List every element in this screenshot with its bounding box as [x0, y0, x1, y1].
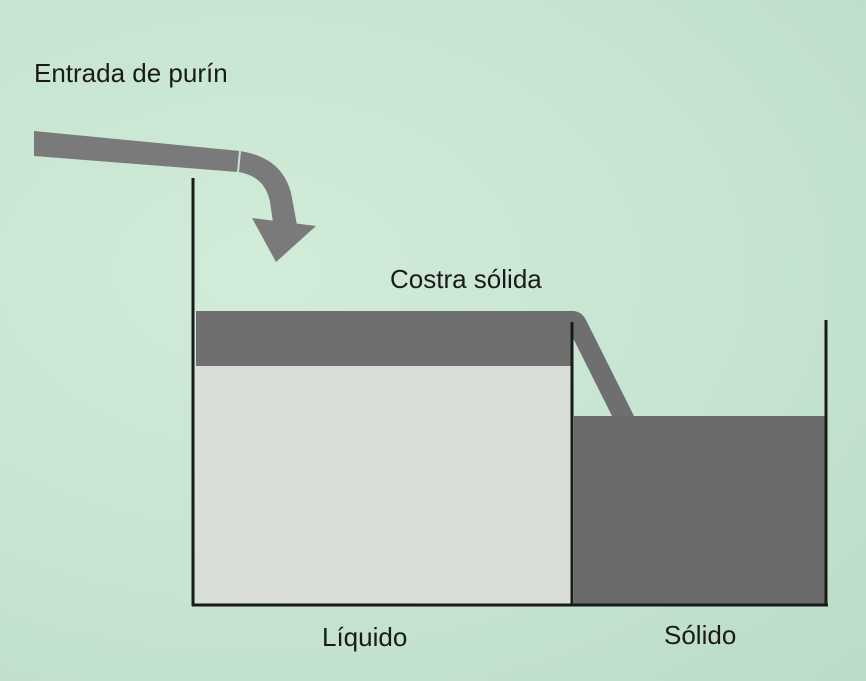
inlet-pipe — [34, 131, 299, 236]
solid-label: Sólido — [664, 620, 737, 650]
inlet-arrow-icon — [252, 218, 316, 262]
inlet-label: Entrada de purín — [34, 58, 228, 88]
solid-fill — [574, 416, 825, 604]
crust-layer — [196, 311, 634, 416]
liquid-fill — [196, 366, 572, 604]
crust-label: Costra sólida — [390, 264, 542, 294]
liquid-label: Líquido — [322, 622, 408, 652]
pipe-joint — [237, 150, 241, 173]
